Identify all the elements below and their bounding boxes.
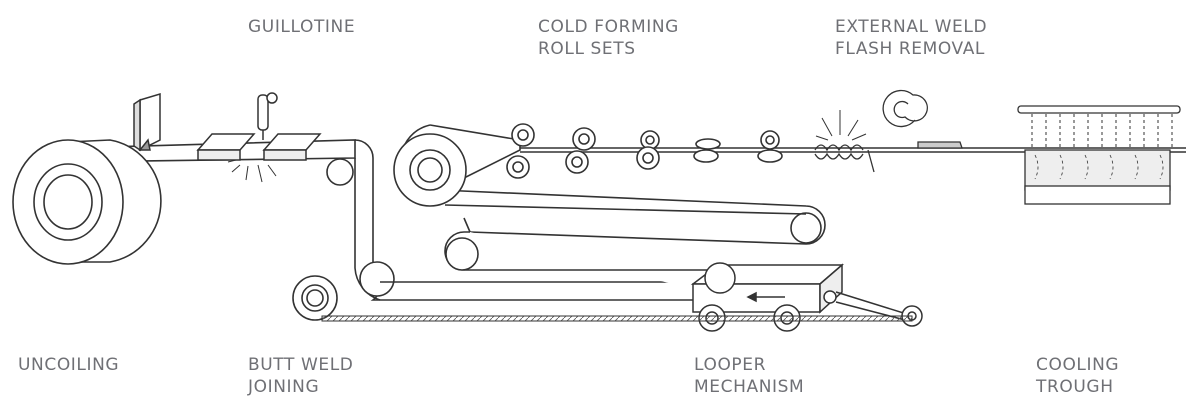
- label-external-weld-line2: FLASH REMOVAL: [835, 39, 985, 59]
- label-looper-line1: LOOPER: [694, 355, 767, 375]
- label-looper: LOOPER MECHANISM: [694, 354, 804, 398]
- label-butt-weld-line2: JOINING: [248, 377, 320, 397]
- forming-section: [393, 123, 1186, 207]
- label-external-weld-line1: EXTERNAL WELD: [835, 17, 988, 37]
- label-cooling-line2: TROUGH: [1036, 377, 1114, 397]
- flash-removal: [882, 89, 963, 149]
- label-butt-weld-line1: BUTT WELD: [248, 355, 354, 375]
- label-guillotine: GUILLOTINE: [248, 16, 355, 38]
- guillotine-machine: [133, 92, 161, 152]
- label-cooling-line1: COOLING: [1036, 355, 1120, 375]
- label-cold-forming-line1: COLD FORMING: [538, 17, 679, 37]
- label-uncoiling: UNCOILING: [18, 354, 119, 376]
- looper-loops: [439, 189, 826, 301]
- label-external-weld: EXTERNAL WELD FLASH REMOVAL: [835, 16, 987, 60]
- label-butt-weld: BUTT WELD JOINING: [248, 354, 354, 398]
- label-guillotine-line1: GUILLOTINE: [248, 17, 356, 37]
- label-cold-forming-line2: ROLL SETS: [538, 39, 636, 59]
- label-looper-line2: MECHANISM: [694, 377, 805, 397]
- butt-welder: [196, 92, 322, 183]
- strip-path: [292, 139, 721, 321]
- cooling-trough: [1017, 105, 1181, 205]
- label-cooling: COOLING TROUGH: [1036, 354, 1119, 398]
- label-cold-forming: COLD FORMING ROLL SETS: [538, 16, 679, 60]
- external-weld: [814, 110, 875, 173]
- looper-rail: [321, 315, 913, 322]
- label-uncoiling-line1: UNCOILING: [18, 355, 120, 375]
